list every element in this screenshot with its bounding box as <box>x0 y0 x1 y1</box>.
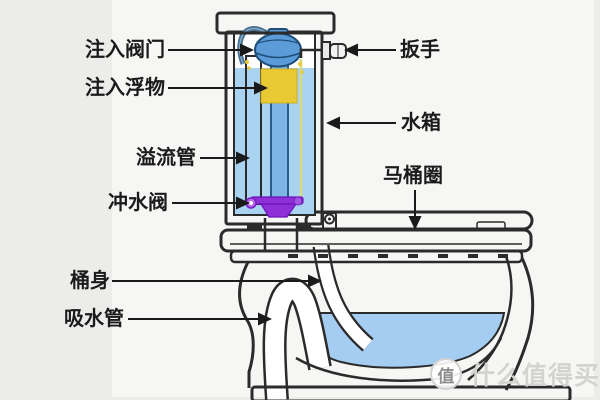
label-handle: 扳手 <box>400 39 440 61</box>
label-fill-float: 注入浮物 <box>85 77 165 99</box>
label-overflow-tube: 溢流管 <box>136 147 196 169</box>
bowl-body-arrow <box>112 274 322 288</box>
toilet-seat-arrow <box>408 190 422 230</box>
watermark: 值 什么值得买 <box>430 356 600 392</box>
tank-lid <box>215 11 336 35</box>
overflow-tube-arrow <box>200 151 250 165</box>
watermark-logo-icon: 值 <box>430 358 462 390</box>
siphon-tube-arrow <box>128 312 272 326</box>
label-flush-valve: 冲水阀 <box>108 192 168 214</box>
watermark-text: 什么值得买 <box>470 362 600 390</box>
label-water-tank: 水箱 <box>401 112 441 134</box>
fill-valve-arrow <box>168 43 254 57</box>
base-plate <box>250 385 572 400</box>
bowl-deck <box>219 228 533 264</box>
handle-arrow <box>344 43 396 57</box>
siphon-trap-tube <box>262 277 332 400</box>
label-fill-valve: 注入阀门 <box>85 39 165 61</box>
label-bowl-body: 桶身 <box>70 270 110 292</box>
water-tank-arrow <box>326 116 396 130</box>
flush-valve-arrow <box>172 196 250 210</box>
fill-float <box>260 68 298 104</box>
flush-handle <box>299 41 347 60</box>
bowl-inlet-tube <box>312 244 374 352</box>
flush-valve <box>245 196 304 218</box>
fill-float-arrow <box>168 81 268 95</box>
lift-chain <box>298 59 304 199</box>
label-siphon-tube: 吸水管 <box>64 308 124 330</box>
label-toilet-seat: 马桶圈 <box>383 165 443 187</box>
annotation-arrows <box>112 43 422 326</box>
